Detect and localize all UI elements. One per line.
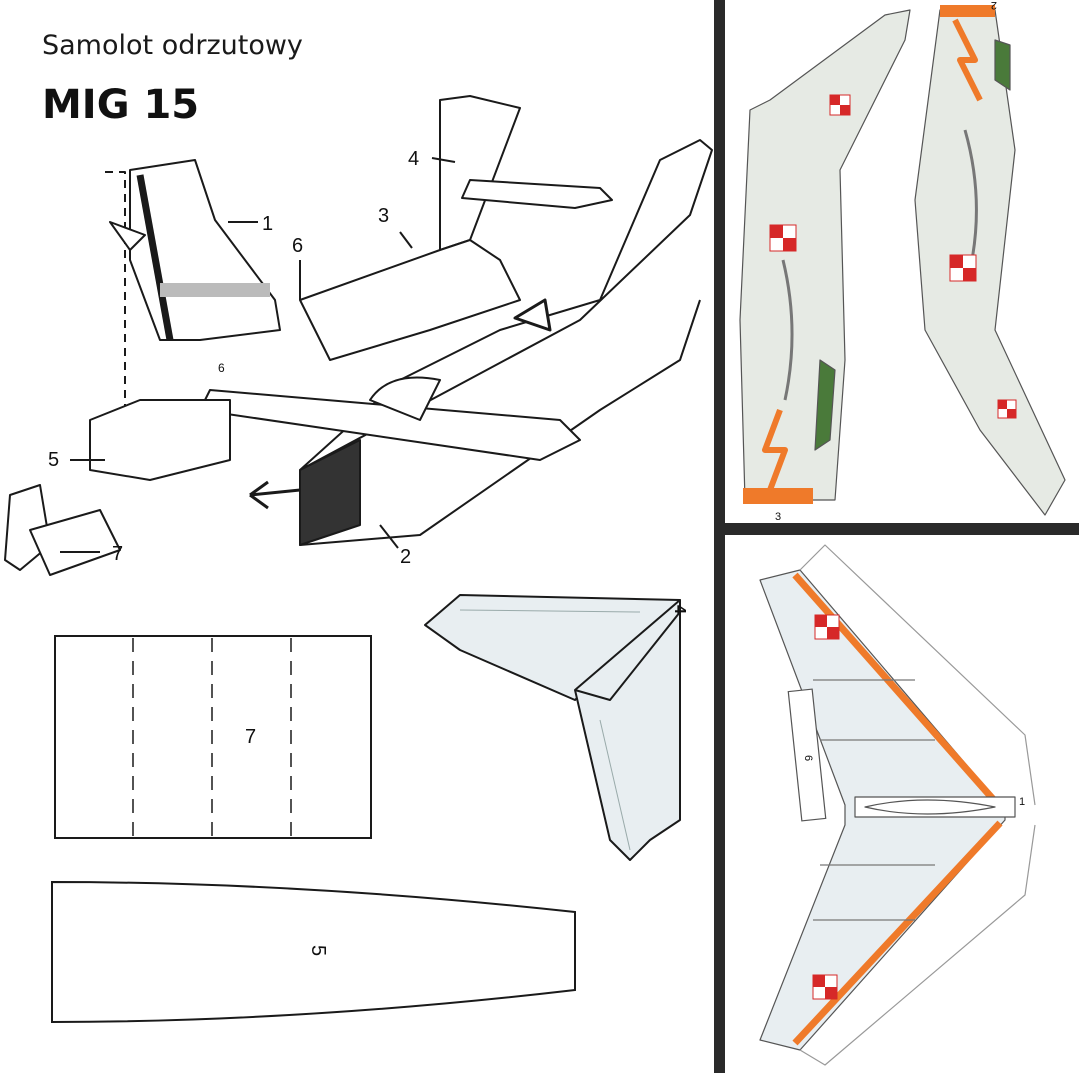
wing-label-1: 1	[1019, 796, 1025, 808]
wing-label-6: 6	[802, 755, 814, 761]
fuselage-panel: 3 2	[725, 0, 1079, 523]
subtitle: Samolot odrzutowy	[42, 30, 303, 61]
roundel-fuselage-left-2	[769, 224, 797, 252]
fuselage-label-left: 3	[775, 511, 781, 523]
cutout-label-4: 4	[671, 605, 688, 614]
roundel-fuselage-right-1	[949, 254, 977, 282]
label-part-5: 5	[48, 449, 59, 471]
wing-panel: 6 1	[725, 535, 1079, 1073]
label-part-4: 4	[408, 148, 419, 170]
fuselage-half-right	[914, 5, 1066, 516]
fuselage-label-right: 2	[991, 0, 997, 11]
wing-piece	[759, 544, 1036, 1066]
cutout-part-4	[424, 594, 681, 861]
fuselage-print: 3 2	[739, 0, 1066, 523]
horizontal-divider	[725, 523, 1079, 535]
cutout-part-7	[54, 635, 372, 839]
tail-fin-shape	[439, 95, 521, 251]
cutout-label-7: 7	[245, 726, 256, 748]
label-part-3: 3	[378, 205, 389, 227]
roundel-fuselage-right-2	[997, 399, 1017, 419]
label-part-7: 7	[112, 543, 123, 565]
roundel-wing-bottom	[812, 974, 838, 1000]
assembly-diagram: 1 2 3 4 5 6 6 7 7 5	[4, 95, 713, 1024]
label-part-6: 6	[292, 235, 303, 257]
label-part-2: 2	[400, 546, 411, 568]
vertical-divider	[714, 0, 725, 1073]
fuselage-half-left	[739, 9, 911, 504]
instruction-panel: Samolot odrzutowy MIG 15	[4, 30, 713, 1024]
cutout-part-5	[51, 880, 576, 1024]
model-title: MIG 15	[42, 82, 200, 128]
roundel-wing-top	[814, 614, 840, 640]
label-part-6-small: 6	[218, 361, 225, 375]
wing-spar-6	[787, 688, 827, 822]
label-part-1: 1	[262, 213, 273, 235]
cutout-label-5: 5	[307, 945, 329, 956]
roundel-fuselage-left-1	[829, 94, 851, 116]
wing-print: 6 1	[759, 544, 1036, 1066]
